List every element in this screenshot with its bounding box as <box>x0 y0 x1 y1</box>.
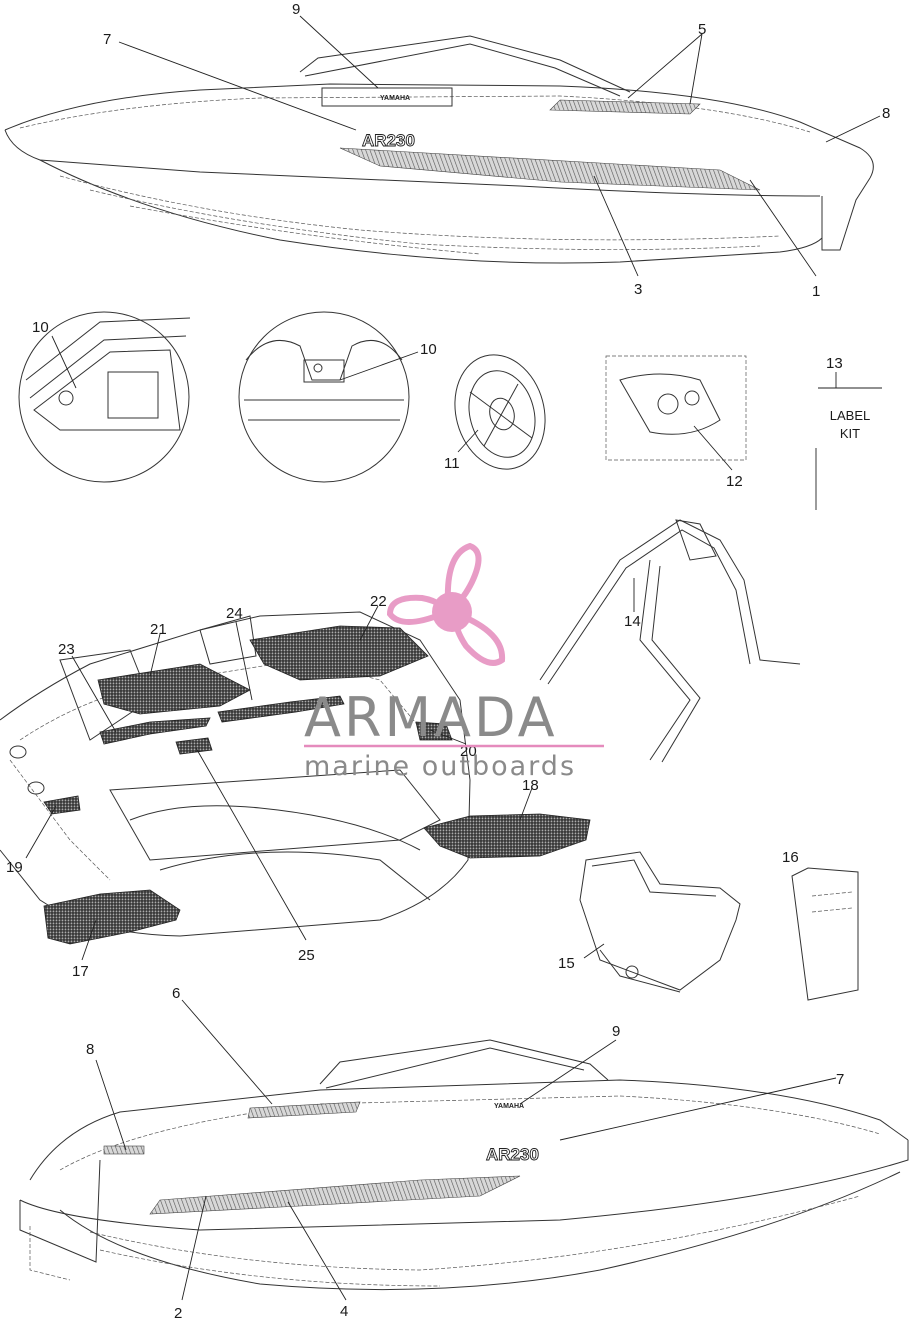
callout-9-top: 9 <box>292 1 300 18</box>
callout-12: 12 <box>726 473 743 490</box>
brand-decal-bottom: YAMAHA <box>494 1103 524 1110</box>
label-kit-line1: LABEL <box>830 408 870 423</box>
callout-1: 1 <box>812 283 820 300</box>
callout-10-left: 10 <box>32 319 49 336</box>
callout-labels: 1 2 3 4 5 6 7 7 8 8 9 9 10 10 11 12 13 1… <box>6 1 890 1319</box>
callout-8-bottom: 8 <box>86 1041 94 1058</box>
callout-11: 11 <box>444 455 460 472</box>
callout-6: 6 <box>172 985 180 1002</box>
detail-steering-wheel <box>454 354 546 470</box>
seat-back-panel <box>579 851 741 993</box>
callout-15: 15 <box>558 955 575 972</box>
callout-5: 5 <box>698 21 706 38</box>
callout-21: 21 <box>150 621 167 638</box>
propeller-icon <box>386 542 506 666</box>
boat-side-view-bottom: YAMAHA AR230 <box>19 1039 909 1291</box>
callout-17: 17 <box>72 963 89 980</box>
callout-10-right: 10 <box>420 341 437 358</box>
label-kit-box: LABEL KIT <box>815 372 882 510</box>
callout-25: 25 <box>298 947 315 964</box>
boat-side-view-top: YAMAHA AR230 <box>4 35 874 264</box>
wakeboard-tower <box>539 519 801 763</box>
detail-bow-badge <box>18 311 191 483</box>
label-kit-line2: KIT <box>840 426 860 441</box>
leader-lines-bottom <box>95 999 837 1301</box>
callout-8-top: 8 <box>882 105 890 122</box>
callout-19: 19 <box>6 859 23 876</box>
mat-24 <box>217 695 345 723</box>
callout-4: 4 <box>340 1303 348 1319</box>
mat-18 <box>423 813 591 859</box>
callout-23: 23 <box>58 641 75 658</box>
watermark-subtitle: marine outboards <box>304 751 576 782</box>
brand-decal-top: YAMAHA <box>380 95 410 102</box>
model-decal-bottom: AR230 <box>486 1145 539 1164</box>
callout-7-bottom: 7 <box>836 1071 844 1088</box>
armada-watermark: ARMADA marine outboards <box>304 542 604 782</box>
boat-interior-view <box>0 611 591 945</box>
callout-9-bottom: 9 <box>612 1023 620 1040</box>
detail-helm-panel <box>605 355 747 471</box>
leader-lines-top <box>118 15 881 277</box>
side-panel-16 <box>791 867 859 1001</box>
callout-7-top: 7 <box>103 31 111 48</box>
mat-17 <box>43 889 181 945</box>
mat-22 <box>249 625 429 681</box>
callout-14: 14 <box>624 613 641 630</box>
mat-25 <box>175 737 213 755</box>
watermark-title: ARMADA <box>304 686 558 749</box>
detail-stern-badge <box>238 311 419 483</box>
callout-16: 16 <box>782 849 799 866</box>
mat-23 <box>99 717 211 745</box>
leader-lines-interior <box>25 605 533 961</box>
callout-13: 13 <box>826 355 843 372</box>
callout-2: 2 <box>174 1305 182 1319</box>
callout-24: 24 <box>226 605 243 622</box>
callout-22: 22 <box>370 593 387 610</box>
mat-19 <box>43 795 81 815</box>
model-decal-top: AR230 <box>362 131 415 150</box>
callout-3: 3 <box>634 281 642 298</box>
mat-21 <box>97 663 251 715</box>
callout-18: 18 <box>522 777 539 794</box>
